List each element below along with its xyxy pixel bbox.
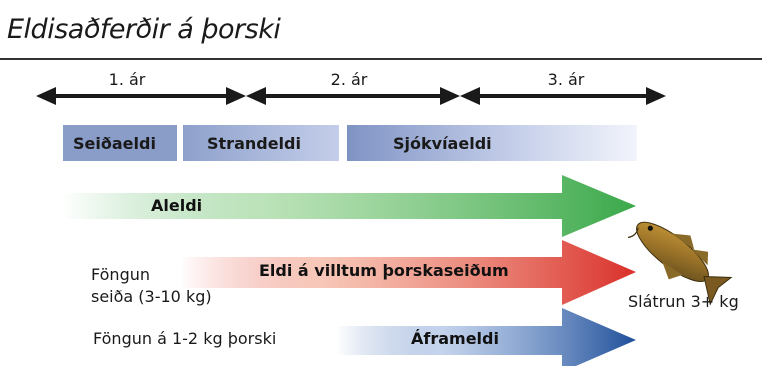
stage-strandeldi-label: Strandeldi [207, 133, 301, 153]
year-2-arrow [246, 87, 460, 105]
wild-juvenile-arrow [180, 240, 636, 305]
stage-seidaeldi: Seiðaeldi [63, 125, 177, 161]
title-divider [0, 58, 762, 60]
capture-juvenile-label-line2: seiða (3-10 kg) [91, 287, 212, 306]
slaughter-label: Slátrun 3+ kg [628, 292, 739, 311]
stage-sjokviaeldi-label: Sjókvíaeldi [393, 133, 492, 153]
year-label-1: 1. ár [108, 70, 146, 89]
year-3-arrow [460, 87, 666, 105]
arrow-label-aframeldi: Áframeldi [411, 329, 499, 348]
aframeldi-arrow [336, 308, 636, 366]
stage-sjokviaeldi: Sjókvíaeldi [347, 125, 637, 161]
year-label-3: 3. ár [547, 70, 585, 89]
page-title: Eldisaðferðir á þorski [7, 14, 281, 45]
capture-juvenile-label-line1: Föngun [91, 265, 150, 284]
arrow-label-wild-juvenile: Eldi á villtum þorskaseiðum [259, 261, 509, 280]
arrow-label-aleldi: Aleldi [151, 196, 203, 215]
stage-strandeldi: Strandeldi [183, 125, 339, 161]
aleldi-arrow [62, 175, 636, 237]
year-label-2: 2. ár [330, 70, 368, 89]
stage-seidaeldi-label: Seiðaeldi [73, 133, 156, 153]
cod-fish-icon [627, 221, 733, 306]
capture-cod-label: Föngun á 1-2 kg þorski [93, 329, 277, 348]
year-1-arrow [36, 87, 246, 105]
